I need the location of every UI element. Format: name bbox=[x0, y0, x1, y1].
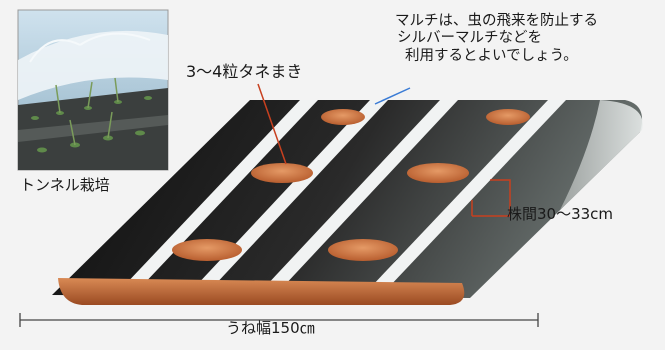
mulch-note-line: マルチは、虫の飛来を防止する bbox=[395, 13, 598, 29]
seed-hole bbox=[321, 109, 365, 125]
seed-hole bbox=[251, 163, 313, 183]
width-dimension bbox=[19, 313, 539, 327]
silver-stripes bbox=[122, 100, 566, 288]
mulch-note-line: シルバーマルチなどを bbox=[397, 30, 542, 47]
seed-holes bbox=[172, 109, 530, 261]
tunnel-photo bbox=[17, 9, 169, 171]
bed-width-label: うね幅150㎝ bbox=[226, 319, 315, 337]
seed-hole bbox=[486, 109, 530, 125]
spacing-label: 株間30～33cm bbox=[507, 205, 614, 223]
photo-caption: トンネル栽培 bbox=[20, 176, 110, 194]
mulch-note-line: 利用するとよいでしょう。 bbox=[405, 47, 578, 64]
seed-hole bbox=[328, 239, 398, 261]
seed-hole bbox=[172, 239, 242, 261]
leader-lines bbox=[257, 83, 511, 217]
mulch-note: マルチは、虫の飛来を防止する シルバーマルチなどを 利用するとよいでしょう。 bbox=[395, 13, 598, 65]
seed-label: 3～4粒タネまき bbox=[186, 62, 303, 81]
seed-hole bbox=[407, 163, 469, 183]
